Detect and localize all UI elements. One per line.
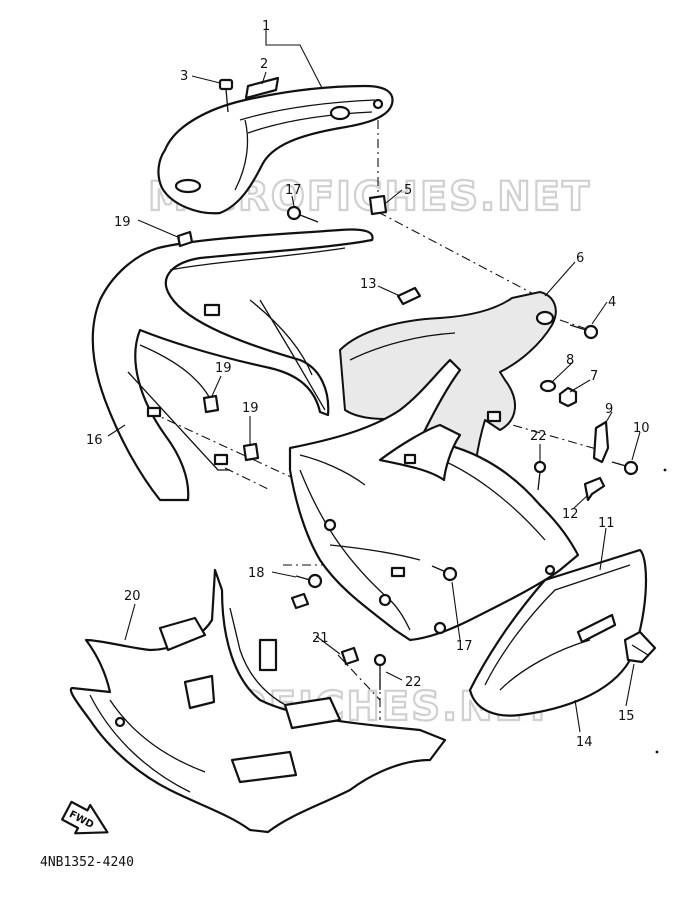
nut-part-21-a — [290, 592, 310, 610]
callout-18: 18 — [248, 566, 265, 581]
bracket-part-12 — [583, 476, 606, 502]
decal-part-13 — [396, 286, 422, 306]
callout-20: 20 — [124, 589, 141, 604]
bolt-part-10 — [611, 460, 639, 476]
screw-part-17-upper — [286, 205, 319, 223]
decal-part-2 — [244, 76, 280, 100]
callout-2: 2 — [260, 57, 268, 72]
bolt-part-4 — [569, 324, 599, 340]
callout-17-lower: 17 — [456, 639, 473, 654]
callout-10: 10 — [633, 421, 650, 436]
nut-clip-part-5 — [368, 194, 388, 216]
stray-dot — [655, 750, 659, 754]
callout-12: 12 — [562, 507, 579, 522]
bracket-part-9 — [592, 420, 610, 464]
stray-dot — [663, 468, 667, 472]
callout-14: 14 — [576, 735, 593, 750]
callout-15: 15 — [618, 709, 635, 724]
callout-7: 7 — [590, 369, 598, 384]
cap-part-15 — [623, 630, 657, 664]
fwd-arrow: FWD — [61, 800, 109, 835]
callout-21: 21 — [312, 631, 329, 646]
callout-9: 9 — [605, 402, 613, 417]
screw-part-3 — [218, 78, 234, 113]
washer-part-8 — [539, 379, 557, 393]
screw-part-17-lower — [431, 565, 458, 582]
clip-part-19-a — [176, 230, 194, 248]
callout-8: 8 — [566, 353, 574, 368]
drawing-code: 4NB1352-4240 — [40, 855, 134, 870]
clip-part-19-b — [202, 394, 220, 414]
callout-19-a: 19 — [114, 215, 131, 230]
callout-3: 3 — [180, 69, 188, 84]
leg-shield-part-6 — [288, 291, 580, 642]
leader-lines — [107, 30, 641, 733]
callout-6: 6 — [576, 251, 584, 266]
callout-16: 16 — [86, 433, 103, 448]
callout-labels: 1 2 3 4 5 6 7 8 9 10 11 12 13 14 15 16 1… — [86, 19, 650, 750]
nut-part-7 — [558, 386, 578, 408]
callout-17-upper: 17 — [285, 183, 302, 198]
callout-22-lower: 22 — [405, 675, 422, 690]
callout-19-b: 19 — [215, 361, 232, 376]
front-handle-cover — [157, 84, 394, 215]
screw-part-18 — [295, 573, 323, 589]
footrest-part-20 — [69, 568, 447, 834]
screw-part-22-lower — [373, 653, 387, 690]
side-cover-part-16 — [91, 228, 374, 502]
clip-part-19-c — [242, 442, 260, 462]
screw-part-22-upper — [533, 460, 547, 491]
callout-22-upper: 22 — [530, 429, 547, 444]
callout-4: 4 — [608, 295, 616, 310]
nut-part-21-b — [340, 646, 360, 666]
callout-1: 1 — [262, 19, 270, 34]
callout-11: 11 — [598, 516, 615, 531]
callout-19-c: 19 — [242, 401, 259, 416]
callout-5: 5 — [404, 183, 412, 198]
callout-13: 13 — [360, 277, 377, 292]
